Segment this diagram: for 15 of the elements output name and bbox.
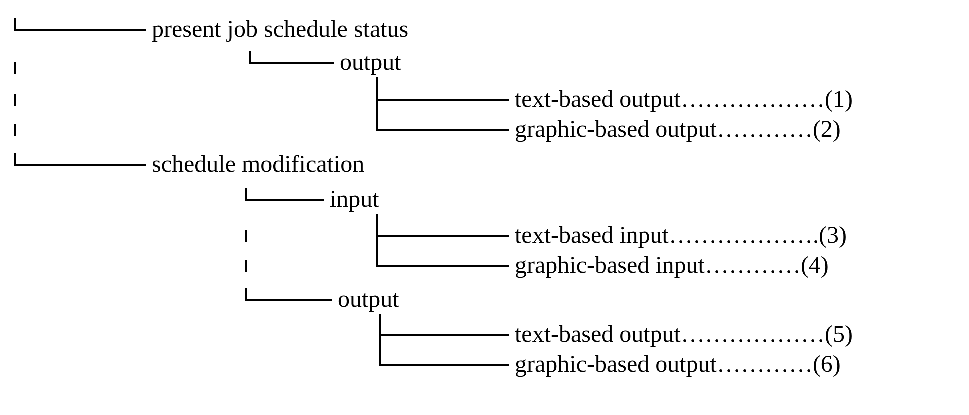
tree-connector <box>376 77 509 131</box>
tree-connector <box>14 18 146 31</box>
tree-label: text-based input……………….(3) <box>515 222 847 250</box>
tree-label: graphic-based input…………(4) <box>515 252 829 280</box>
tree-label: schedule modification <box>152 151 365 179</box>
tree-label: text-based output………………(1) <box>515 86 853 114</box>
tree-connector <box>376 214 509 267</box>
tree-connector <box>379 314 509 366</box>
tree-label: text-based output………………(5) <box>515 321 853 349</box>
tree-label: graphic-based output…………(6) <box>515 351 841 379</box>
tree-label: output <box>338 286 400 314</box>
tree-label: input <box>330 186 380 214</box>
tree-label: output <box>340 49 402 77</box>
tree-label: present job schedule status <box>152 16 409 44</box>
tree-label: graphic-based output…………(2) <box>515 116 841 144</box>
